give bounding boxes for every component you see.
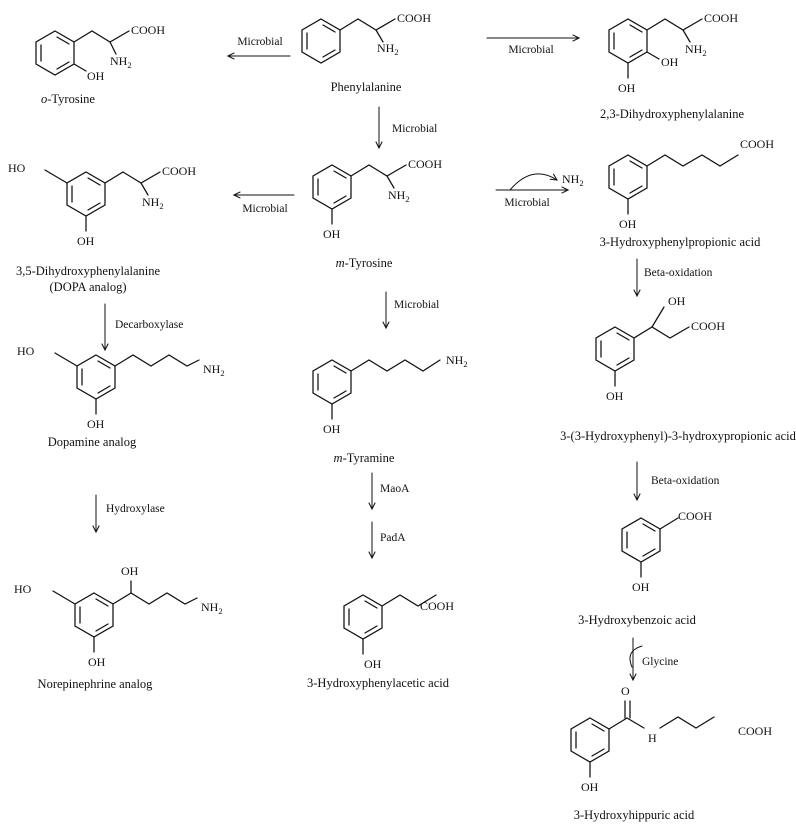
hha-oh: OH — [581, 780, 599, 794]
norepi-oh-chain: OH — [121, 564, 139, 578]
norepinephrine-analog-structure: OH NH2 HO OH Norepinephrine analog — [14, 564, 223, 691]
o-tyrosine-nh2: NH2 — [110, 54, 132, 70]
dhpa-cooh: COOH — [704, 11, 738, 25]
arrow-mtyr-hppa-label: Microbial — [504, 197, 549, 209]
hpaa-oh: OH — [364, 657, 382, 671]
hba-label: 3-Hydroxybenzoic acid — [578, 613, 696, 627]
hha-carbonyl-o: O — [621, 684, 630, 698]
m-tyrosine-oh: OH — [323, 227, 341, 241]
m-tyramine-structure: NH2 OH m-Tyramine — [312, 353, 468, 465]
norepi-label: Norepinephrine analog — [38, 677, 154, 691]
m-tyrosine-nh2: NH2 — [388, 188, 410, 204]
o-tyrosine-cooh: COOH — [131, 23, 165, 37]
dhpa-oh-3: OH — [618, 81, 636, 95]
hydroxybenzoic-acid-structure: COOH OH 3-Hydroxybenzoic acid — [578, 509, 712, 627]
m-tyrosine-label: m-Tyrosine — [336, 256, 393, 270]
arrow-hppa-hphpa-label: Beta-oxidation — [644, 267, 713, 279]
dopa-analog-structure: COOH NH2 HO OH 3,5-Dihydroxyphenylalanin… — [8, 161, 196, 294]
dopa-ho: HO — [8, 161, 26, 175]
dopamine-analog-structure: NH2 HO OH Dopamine analog — [17, 344, 225, 449]
arrow-dopa-dop-label: Decarboxylase — [115, 319, 183, 331]
arrow-phe-mtyr-label: Microbial — [392, 123, 437, 135]
phenylalanine-cooh: COOH — [397, 11, 431, 25]
hphpa-cooh: COOH — [691, 319, 725, 333]
arrow-hba-hha-glycine-curve — [629, 645, 643, 668]
phenylalanine-structure: COOH NH2 Phenylalanine — [301, 11, 431, 94]
arrow-mtyr-hppa-release — [509, 173, 557, 191]
m-tyrosine-structure: COOH NH2 OH m-Tyrosine — [312, 157, 442, 270]
hba-oh: OH — [632, 580, 650, 594]
reaction-arrows: Microbial Microbial Microbial Microbial … — [96, 36, 720, 680]
dopamine-nh2: NH2 — [203, 362, 225, 378]
arrow-pada-label: PadA — [380, 532, 406, 544]
arrow-phe-dhpa-label: Microbial — [508, 44, 553, 56]
hphpa-oh-ring: OH — [606, 389, 624, 403]
hydroxyhippuric-acid-structure: O H COOH OH 3-Hydroxyhippuric acid — [570, 684, 772, 822]
phenylalanine-label: Phenylalanine — [331, 80, 402, 94]
arrow-phe-otyr-label: Microbial — [237, 36, 282, 48]
dopamine-label: Dopamine analog — [48, 435, 137, 449]
arrow-maoa-label: MaoA — [380, 483, 410, 495]
hha-label: 3-Hydroxyhippuric acid — [574, 808, 695, 822]
arrow-hba-hha-label: Glycine — [642, 656, 678, 668]
arrow-hphpa-hba-label: Beta-oxidation — [651, 475, 720, 487]
hppa-label: 3-Hydroxyphenylpropionic acid — [600, 235, 761, 249]
hpaa-cooh: COOH — [420, 599, 454, 613]
hppa-oh: OH — [619, 217, 637, 231]
hba-cooh: COOH — [678, 509, 712, 523]
dhpa-nh2: NH2 — [685, 42, 707, 58]
arrow-mtyr-mtyra-label: Microbial — [394, 299, 439, 311]
dopa-label-2: (DOPA analog) — [50, 280, 127, 294]
m-tyrosine-cooh: COOH — [408, 157, 442, 171]
dopamine-ho: HO — [17, 344, 35, 358]
hha-amide-h: H — [648, 731, 657, 745]
norepi-ho: HO — [14, 582, 32, 596]
o-tyrosine-oh: OH — [87, 69, 105, 83]
dopa-nh2: NH2 — [142, 195, 164, 211]
hphpa-label: 3-(3-Hydroxyphenyl)-3-hydroxypropionic a… — [560, 429, 796, 443]
dopa-label: 3,5-Dihydroxyphenylalanine — [16, 264, 161, 278]
m-tyramine-nh2: NH2 — [446, 353, 468, 369]
hphpa-structure: OH COOH OH 3-(3-Hydroxyphenyl)-3-hydroxy… — [560, 294, 796, 443]
arrow-mtyr-dopa-label: Microbial — [242, 203, 287, 215]
m-tyramine-label: m-Tyramine — [334, 451, 395, 465]
arrow-dop-nor-label: Hydroxylase — [106, 503, 165, 515]
hha-cooh: COOH — [738, 724, 772, 738]
dopa-oh: OH — [77, 234, 95, 248]
m-tyramine-oh: OH — [323, 422, 341, 436]
hppa-cooh: COOH — [740, 137, 774, 151]
dopamine-oh: OH — [87, 417, 105, 431]
dihydroxyphenylalanine-23-structure: COOH NH2 OH OH 2,3-Dihydroxyphenylalanin… — [600, 11, 745, 121]
dhpa-label: 2,3-Dihydroxyphenylalanine — [600, 107, 745, 121]
hydroxyphenylpropionic-acid-structure: COOH OH 3-Hydroxyphenylpropionic acid — [600, 137, 775, 249]
hydroxyphenylacetic-acid-structure: COOH OH 3-Hydroxyphenylacetic acid — [307, 594, 454, 690]
hpaa-label: 3-Hydroxyphenylacetic acid — [307, 676, 450, 690]
arrow-mtyr-hppa-released: NH2 — [562, 172, 584, 188]
hphpa-oh-chain: OH — [668, 294, 686, 308]
dhpa-oh-2: OH — [661, 55, 679, 69]
o-tyrosine-label: o-Tyrosine — [41, 92, 95, 106]
norepi-oh: OH — [88, 655, 106, 669]
dopa-cooh: COOH — [162, 164, 196, 178]
norepi-nh2: NH2 — [201, 600, 223, 616]
phenylalanine-nh2: NH2 — [377, 41, 399, 57]
o-tyrosine-structure: COOH NH2 OH o-Tyrosine — [35, 23, 165, 106]
